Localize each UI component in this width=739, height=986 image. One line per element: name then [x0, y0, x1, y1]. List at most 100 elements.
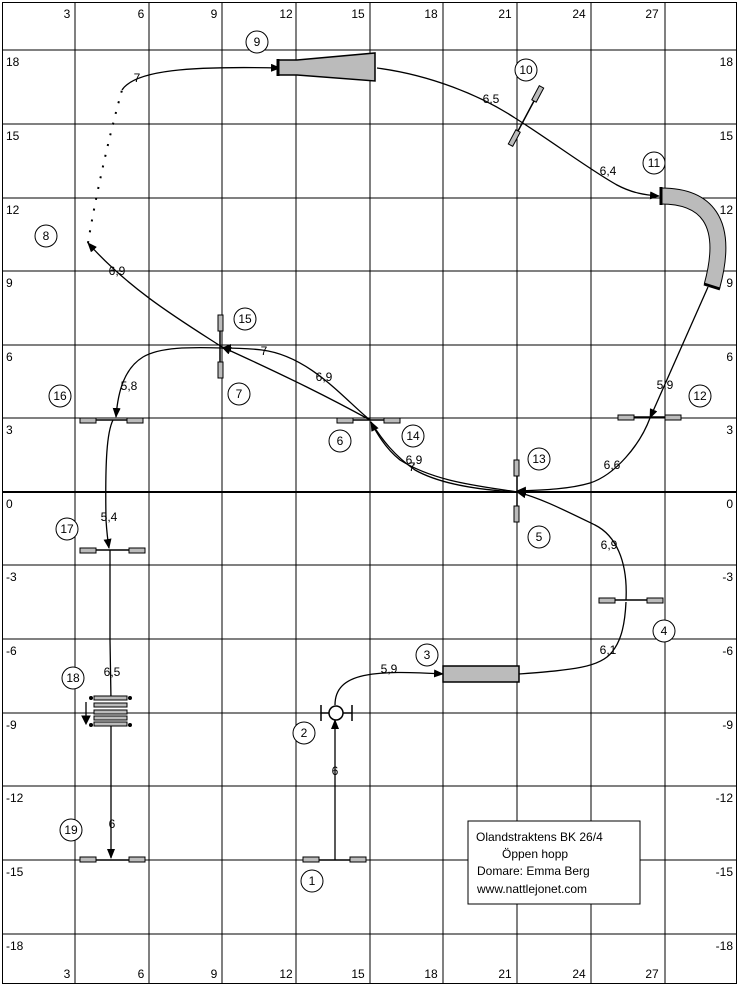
path-segment-14-15: [221, 344, 371, 421]
x-tick-top: 6: [138, 7, 145, 21]
obstacle-number-7: 7: [227, 382, 251, 406]
obstacle-number-text: 4: [661, 624, 668, 638]
obstacle-number-10: 10: [514, 58, 538, 82]
obstacle-18-long-jump: [81, 695, 132, 727]
distance-10-11: 6,4: [600, 164, 617, 178]
x-tick-bottom: 9: [211, 967, 218, 981]
obstacle-number-text: 14: [406, 429, 420, 443]
y-tick-right: 3: [726, 423, 733, 437]
distance-14-15: 7: [261, 344, 268, 358]
x-tick-top: 9: [211, 7, 218, 21]
obstacle-number-text: 12: [693, 389, 707, 403]
x-tick-top: 15: [351, 7, 365, 21]
obstacle-number-13: 13: [527, 447, 551, 471]
distance-1-2: 6: [332, 764, 339, 778]
path-segment-8-9: [121, 63, 281, 91]
obstacle-number-text: 2: [301, 726, 308, 740]
obstacle-number-3: 3: [415, 643, 439, 667]
y-tick-right: 12: [720, 203, 734, 217]
obstacle-3-tunnel: [442, 665, 520, 683]
distance-4-5: 6,9: [601, 538, 618, 552]
distance-17-18: 6,5: [104, 665, 121, 679]
y-tick-left: -9: [6, 718, 17, 732]
y-tick-right: -12: [716, 791, 734, 805]
obstacle-number-text: 7: [236, 387, 243, 401]
obstacle-number-15: 15: [233, 307, 257, 331]
x-tick-top: 3: [64, 7, 71, 21]
y-tick-right: 9: [726, 276, 733, 290]
x-tick-top: 12: [279, 7, 293, 21]
obstacle-number-text: 17: [60, 522, 74, 536]
obstacle-number-14: 14: [401, 424, 425, 448]
distance-7-8: 6,9: [109, 264, 126, 278]
obstacle-number-text: 10: [519, 63, 533, 77]
obstacle-number-12: 12: [688, 384, 712, 408]
obstacle-number-6: 6: [328, 429, 352, 453]
obstacle-number-text: 9: [254, 35, 261, 49]
obstacle-19-jump: [79, 856, 146, 863]
course-path: [87, 63, 709, 860]
obstacle-number-text: 8: [43, 229, 50, 243]
path-segment-11-12: [649, 286, 709, 419]
obstacle-number-text: 5: [536, 530, 543, 544]
obstacle-number-1: 1: [300, 869, 324, 893]
y-tick-right: 6: [726, 350, 733, 364]
obstacle-number-18: 18: [61, 666, 85, 690]
obstacle-number-text: 6: [337, 434, 344, 448]
distance-11-12: 5,9: [657, 378, 674, 392]
x-axis-bottom-labels: 3 6 9 12 15 18 21 24 27: [64, 967, 659, 981]
obstacle-number-text: 11: [648, 156, 661, 170]
obstacle-17-jump: [79, 547, 146, 554]
obstacle-number-text: 15: [238, 312, 252, 326]
x-tick-bottom: 21: [498, 967, 512, 981]
y-axis-left-labels: 18 15 12 9 6 3 0 -3 -6 -9 -12 -15 -18: [6, 55, 24, 953]
y-tick-left: 0: [6, 497, 13, 511]
path-segment-3-4: [518, 601, 627, 675]
y-tick-left: -3: [6, 570, 17, 584]
obstacle-number-text: 3: [424, 648, 431, 662]
y-tick-left: 18: [6, 55, 20, 69]
distance-labels: 6 5,9 6,1 6,9 7 6,9 6,9 7 6,5 6,4 5,9 6,…: [101, 71, 674, 831]
obstacle-10-jump: [507, 85, 545, 147]
obstacle-number-labels: 1 2 3 4 5 6 7 8 9 10 11 12 13 14 15 16 1…: [34, 30, 712, 893]
obstacle-9-closed-tunnel: [276, 52, 376, 82]
obstacle-16-jump: [79, 417, 144, 424]
obstacle-number-11: 11: [642, 151, 666, 175]
obstacle-number-17: 17: [55, 517, 79, 541]
obstacle-5-13-jump: [513, 459, 520, 523]
y-tick-right: 18: [720, 55, 734, 69]
path-segment-8-9-dotted: [87, 89, 123, 244]
x-tick-bottom: 27: [645, 967, 659, 981]
obstacle-2-tyre: [320, 705, 353, 721]
info-website: www.nattlejonet.com: [476, 882, 587, 896]
y-tick-left: 3: [6, 423, 13, 437]
obstacle-6-14-jump: [336, 417, 401, 424]
path-segment-12-13: [516, 417, 651, 495]
y-tick-left: 6: [6, 350, 13, 364]
distance-16-17: 5,4: [101, 510, 118, 524]
y-tick-left: -6: [6, 644, 17, 658]
distance-13-14: 6,9: [406, 453, 423, 467]
y-tick-left: 9: [6, 276, 13, 290]
x-tick-top: 21: [498, 7, 512, 21]
distance-9-10: 6,5: [483, 92, 500, 106]
y-tick-left: -12: [6, 791, 24, 805]
path-segment-7-8: [87, 242, 223, 348]
obstacle-number-16: 16: [48, 384, 72, 408]
path-segment-17-18: [109, 550, 112, 701]
path-segment-16-17: [103, 419, 114, 549]
obstacle-7-15-jump: [217, 314, 224, 379]
y-tick-left: 12: [6, 203, 20, 217]
obstacle-number-5: 5: [527, 525, 551, 549]
y-tick-right: -18: [716, 939, 734, 953]
distance-6-7: 6,9: [316, 370, 333, 384]
y-tick-right: 15: [720, 129, 734, 143]
obstacle-number-9: 9: [245, 30, 269, 54]
obstacles: [79, 52, 727, 863]
y-tick-right: 0: [726, 497, 733, 511]
x-tick-bottom: 18: [424, 967, 438, 981]
distance-15-16: 5,8: [121, 379, 138, 393]
distance-5-6: 7: [409, 460, 416, 474]
distance-8-9: 7: [134, 71, 141, 85]
